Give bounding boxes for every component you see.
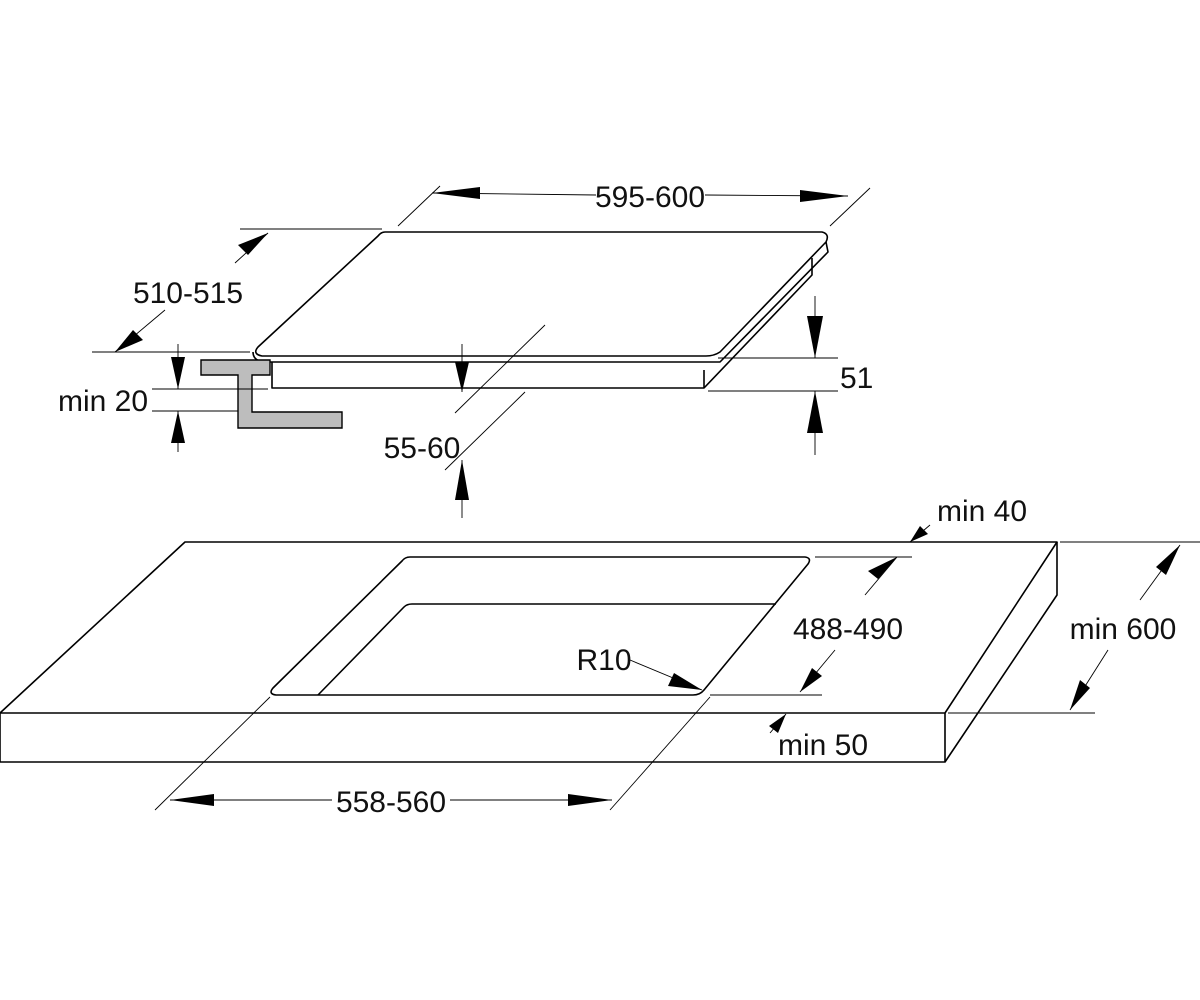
hob-glass-top (254, 231, 829, 357)
worktop-side-face (944, 542, 1058, 763)
dim-min-back: min 40 (909, 495, 1027, 543)
worktop-drawing (0, 541, 1058, 763)
hob-glass-edge (252, 241, 829, 363)
cutout-outline (270, 556, 811, 696)
worktop-bracket (200, 359, 343, 429)
label-hob-width: 595-600 (595, 181, 705, 214)
label-min-front: min 50 (778, 729, 868, 762)
dim-counter-depth: min 600 (948, 541, 1200, 714)
label-min-back: min 40 (937, 495, 1027, 528)
dim-insert-depth: 55-60 (384, 324, 546, 518)
label-insert-depth: 55-60 (384, 432, 461, 465)
label-hob-depth: 510-515 (133, 277, 243, 310)
dim-hob-height: 51 (708, 296, 873, 455)
label-cutout-width: 558-560 (336, 786, 446, 819)
hob-body (271, 258, 813, 389)
hob-drawing (252, 231, 829, 389)
label-hob-height: 51 (840, 362, 873, 395)
worktop-front-face (0, 713, 946, 763)
label-counter-depth: min 600 (1070, 613, 1177, 646)
cutout-inner-wall (317, 603, 776, 696)
dim-cutout-width: 558-560 (154, 696, 711, 819)
dim-corner-radius: R10 (576, 644, 703, 691)
label-corner-radius: R10 (576, 644, 631, 677)
bracket-shape (200, 359, 343, 429)
dim-hob-width: 595-600 (397, 181, 871, 227)
dim-min-front: min 50 (769, 713, 868, 762)
label-min-below: min 20 (58, 385, 148, 418)
dim-min-below: min 20 (58, 344, 268, 452)
dim-cutout-depth: 488-490 (710, 556, 912, 696)
dim-hob-depth: 510-515 (92, 228, 382, 353)
label-cutout-depth: 488-490 (793, 613, 903, 646)
